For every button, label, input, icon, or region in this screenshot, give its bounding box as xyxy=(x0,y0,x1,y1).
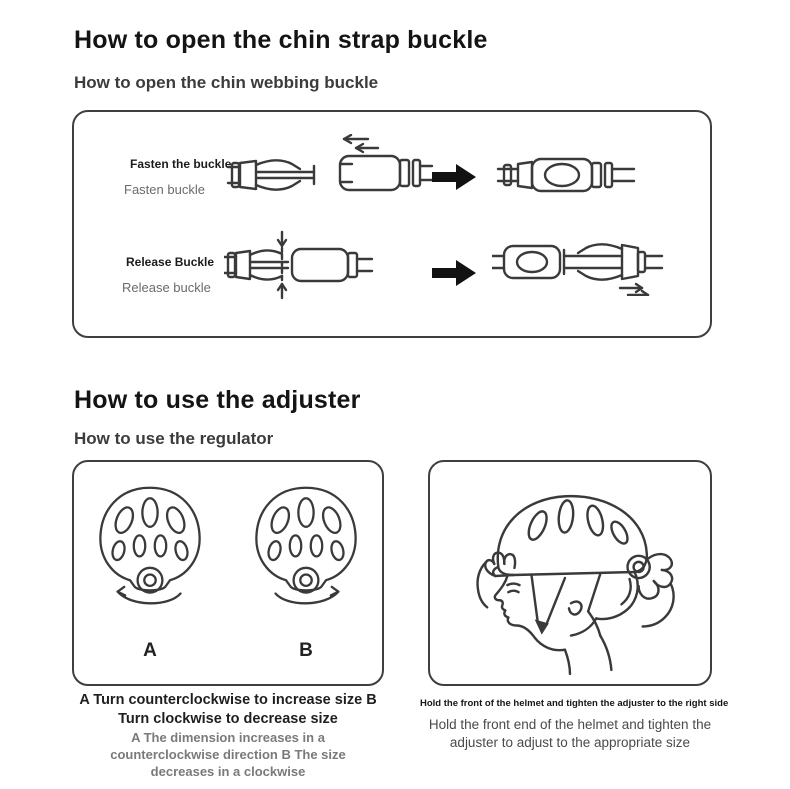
fasten-sublabel: Fasten buckle xyxy=(124,182,205,197)
arrow-right-solid-icon xyxy=(432,164,476,190)
buckle-fastened-icon xyxy=(496,157,636,193)
release-sublabel: Release buckle xyxy=(122,280,211,295)
helmet-b-label: B xyxy=(299,640,313,661)
wearing-caption-muted: Hold the front end of the helmet and tig… xyxy=(428,717,712,751)
section-buckle-title: How to open the chin strap buckle xyxy=(74,26,488,54)
adjuster-wearing-panel xyxy=(428,460,712,686)
buckle-press-release-icon xyxy=(224,230,374,300)
section-adjuster-title: How to use the adjuster xyxy=(74,386,361,414)
arrow-right-solid-icon xyxy=(432,260,476,286)
adjuster-dial-panel: A B xyxy=(72,460,384,686)
release-label: Release Buckle xyxy=(126,255,215,269)
buckle-male-icon xyxy=(226,159,316,191)
dial-caption-muted: A The dimension increases in a countercl… xyxy=(110,730,346,780)
helmet-wearing-adjust-icon xyxy=(476,495,675,676)
section-buckle-subtitle: How to open the chin webbing buckle xyxy=(74,73,379,92)
buckle-insert-female-icon xyxy=(338,134,434,192)
helmet-a-label: A xyxy=(143,640,157,661)
dial-caption-bold: A Turn counterclockwise to increase size… xyxy=(79,692,377,727)
helmet-rear-dial-a-icon xyxy=(99,486,201,605)
wearing-caption-bold: Hold the front of the helmet and tighten… xyxy=(420,698,729,709)
buckle-instructions-panel: Fasten the buckle Fasten buckle xyxy=(72,110,712,338)
buckle-separated-icon xyxy=(492,243,664,296)
section-adjuster-subtitle: How to use the regulator xyxy=(74,429,274,448)
fasten-label: Fasten the buckle xyxy=(130,157,232,171)
helmet-rear-dial-b-icon xyxy=(255,486,357,605)
